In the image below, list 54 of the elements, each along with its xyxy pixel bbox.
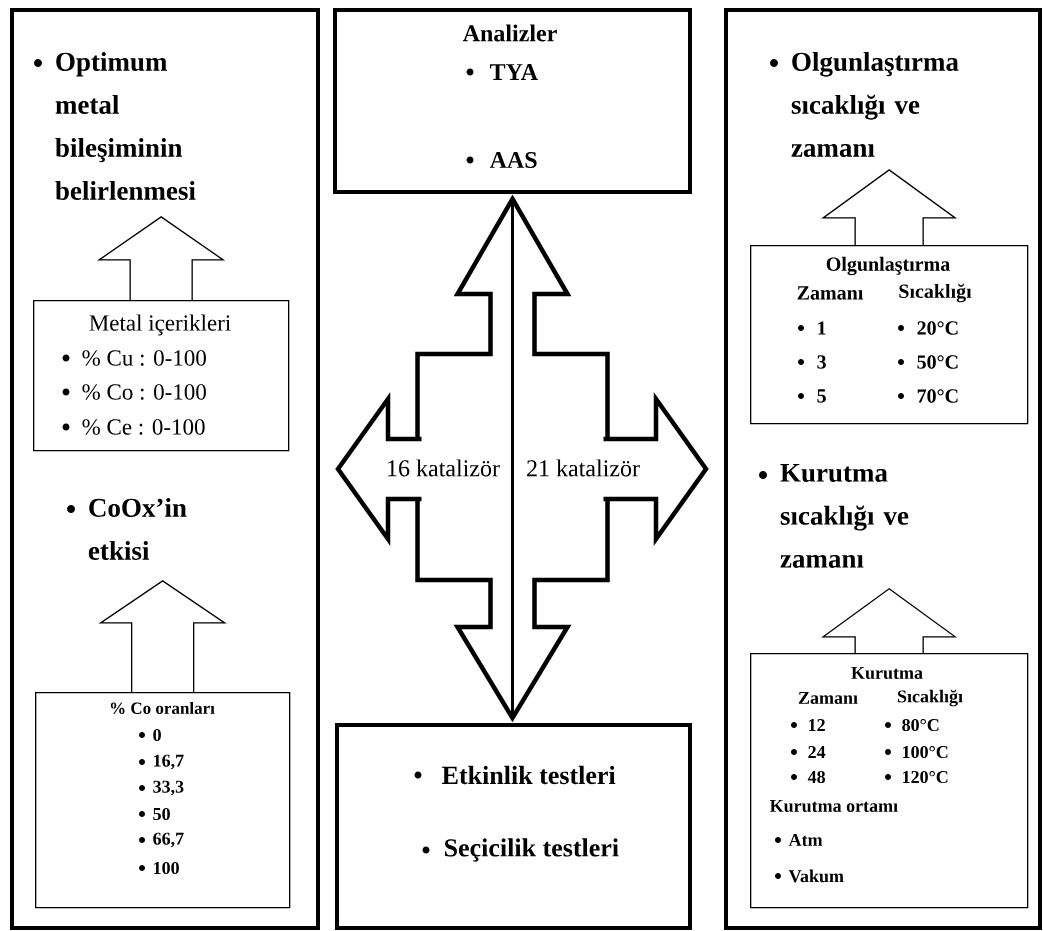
- list-text: Olgunlaştırma: [826, 256, 950, 276]
- list-text: % Ce : 0-100: [82, 419, 205, 435]
- list-text: Etkinlik testleri: [442, 765, 616, 785]
- list-text: TYA: [490, 64, 538, 80]
- block-arrow: [821, 588, 958, 654]
- list-text: Sıcaklığı: [899, 283, 972, 303]
- list-text: AAS: [489, 151, 537, 169]
- heading-text: Kurutma sıcaklığı ve zamanı: [780, 463, 909, 568]
- list-text: 80°C: [902, 718, 939, 732]
- list-text: 5: [817, 389, 826, 403]
- list-text: 0: [153, 728, 161, 742]
- heading-text: Optimum metal bileşiminin belirlenmesi: [55, 51, 196, 200]
- list-text: 120°C: [903, 770, 948, 784]
- edge-label: 16 katalizör: [384, 458, 502, 478]
- list-box: [750, 245, 1029, 425]
- list-box: [35, 692, 291, 909]
- heading-text: CoOx’in etkisi: [88, 497, 187, 560]
- list-box: [750, 653, 1029, 909]
- list-text: 66,7: [153, 832, 184, 848]
- list-text: Kurutma: [851, 667, 923, 679]
- list-text: 1: [818, 321, 826, 335]
- panel-box: [335, 723, 692, 930]
- list-text: 20°C: [917, 321, 958, 335]
- list-text: 12: [809, 719, 825, 731]
- list-text: 70°C: [917, 389, 958, 403]
- edge-label: 21 katalizör: [524, 458, 642, 478]
- list-text: 50: [153, 807, 170, 821]
- list-text: Vakum: [788, 869, 844, 883]
- list-box: [33, 300, 290, 452]
- list-text: Zamanı: [798, 692, 858, 704]
- list-text: 50°C: [917, 355, 958, 369]
- list-text: Metal içerikleri: [89, 314, 231, 336]
- list-text: 33,3: [153, 780, 184, 796]
- block-arrow: [98, 580, 227, 693]
- heading-text: Olgunlaştırma sıcaklığı ve zamanı: [791, 51, 959, 157]
- list-text: 24: [808, 746, 826, 758]
- list-text: Analizler: [462, 24, 557, 42]
- list-text: % Cu : 0-100: [82, 350, 206, 366]
- block-arrow: [97, 216, 226, 301]
- list-text: % Co : 0-100: [82, 384, 206, 400]
- list-text: Seçicilik testleri: [445, 838, 619, 862]
- list-text: Atm: [788, 833, 823, 846]
- list-text: 100: [154, 861, 179, 875]
- list-text: Zamanı: [797, 286, 864, 300]
- list-text: Sıcaklığı: [897, 689, 963, 707]
- list-text: 100°C: [903, 745, 948, 759]
- list-text: % Co oranları: [110, 702, 215, 714]
- list-text: Kurutma ortamı: [769, 800, 898, 812]
- block-arrow: [821, 169, 958, 246]
- block-arrow: [601, 391, 709, 547]
- list-text: 16,7: [154, 754, 184, 770]
- list-text: 3: [817, 355, 826, 369]
- panel-box: [333, 8, 692, 194]
- list-text: 48: [807, 770, 825, 784]
